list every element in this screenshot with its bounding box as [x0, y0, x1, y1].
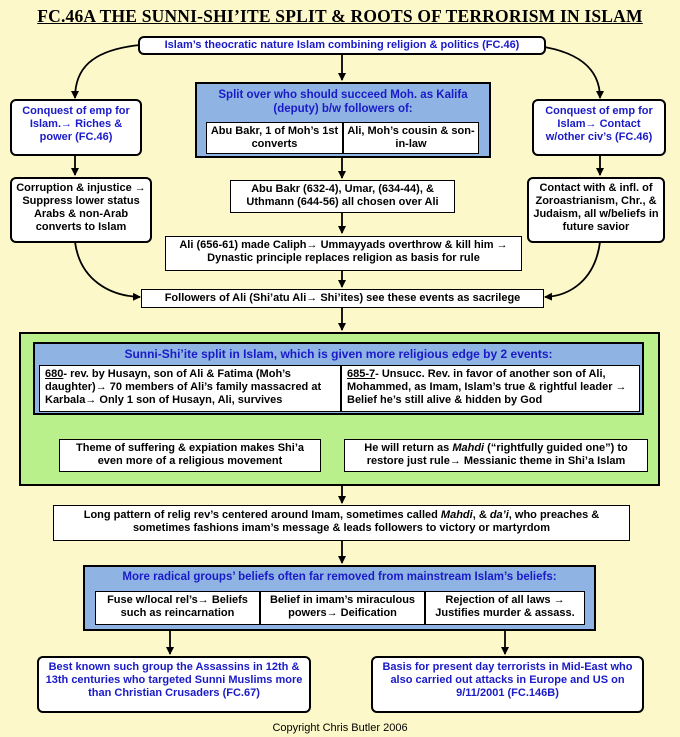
followers-box: Followers of Ali (Shi’atu Ali→ Shi’ites)… — [141, 289, 544, 308]
corruption-box: Corruption & injustice → Suppress lower … — [10, 177, 152, 243]
succession-band: Split over who should succeed Moh. as Ka… — [195, 82, 491, 158]
present-terrorists-box: Basis for present day terrorists in Mid-… — [371, 656, 644, 713]
radical-title: More radical groups’ beliefs often far r… — [122, 571, 557, 583]
pattern-mid: , & — [472, 509, 490, 521]
theocratic-nature-box: Islam’s theocratic nature Islam combinin… — [138, 36, 546, 55]
ali-caliph-box: Ali (656-61) made Caliph→ Ummayyads over… — [165, 236, 522, 271]
pattern-dai: da’i — [489, 509, 509, 521]
mahdi-term: Mahdi — [452, 442, 485, 454]
succession-title: Split over who should succeed Moh. as Ka… — [218, 89, 468, 115]
sunni-shiite-split-panel: Sunni-Shi’ite split in Islam, which is g… — [19, 332, 660, 486]
event-680-text: - rev. by Husayn, son of Ali & Fatima (M… — [45, 368, 322, 406]
page-title: FC.46A THE SUNNI-SHI’ITE SPLIT & ROOTS O… — [37, 6, 643, 26]
imam-pattern-box: Long pattern of relig rev’s centered aro… — [53, 505, 630, 541]
mahdi-return-post: (“rightfully guided one”) to restore jus… — [366, 442, 628, 467]
radical-cell-1: Fuse w/local rel’s→ Beliefs such as rein… — [95, 591, 260, 625]
pattern-pre: Long pattern of relig rev’s centered aro… — [83, 509, 441, 521]
radical-cell-2: Belief in imam’s miraculous powers→ Deif… — [260, 591, 425, 625]
pattern-post: , who preaches & sometimes fashions imam… — [132, 509, 600, 534]
split-title: Sunni-Shi’ite split in Islam, which is g… — [124, 347, 553, 361]
conquest-contact-box: Conquest of emp for Islam→ Contact w/oth… — [532, 99, 666, 156]
event-685-cell: 685-7- Unsucc. Rev. in favor of another … — [341, 365, 640, 412]
ali-cell: Ali, Moh’s cousin & son-in-law — [343, 122, 479, 154]
pattern-mahdi: Mahdi — [440, 509, 473, 521]
split-band: Sunni-Shi’ite split in Islam, which is g… — [33, 342, 644, 415]
contact-influence-box: Contact with & infl. of Zoroastrianism, … — [527, 177, 665, 243]
suffering-theme-box: Theme of suffering & expiation makes Shi… — [59, 439, 321, 472]
mahdi-return-pre: He will return as — [364, 442, 453, 454]
copyright-text: Copyright Chris Butler 2006 — [272, 722, 408, 734]
assassins-box: Best known such group the Assassins in 1… — [37, 656, 311, 713]
conquest-riches-box: Conquest of emp for Islam.→ Riches & pow… — [10, 99, 142, 156]
radical-groups-band: More radical groups’ beliefs often far r… — [83, 565, 596, 631]
abu-bakr-cell: Abu Bakr, 1 of Moh’s 1st converts — [206, 122, 343, 154]
event-680-cell: 680- rev. by Husayn, son of Ali & Fatima… — [39, 365, 341, 412]
caliphs-box: Abu Bakr (632-4), Umar, (634-44), & Uthm… — [230, 180, 455, 213]
event-680-year: 680 — [45, 368, 64, 380]
radical-cell-3: Rejection of all laws → Justifies murder… — [425, 591, 585, 625]
mahdi-return-box: He will return as Mahdi (“rightfully gui… — [344, 439, 648, 472]
event-685-year: 685-7 — [347, 368, 376, 380]
event-685-text: - Unsucc. Rev. in favor of another son o… — [347, 368, 627, 406]
